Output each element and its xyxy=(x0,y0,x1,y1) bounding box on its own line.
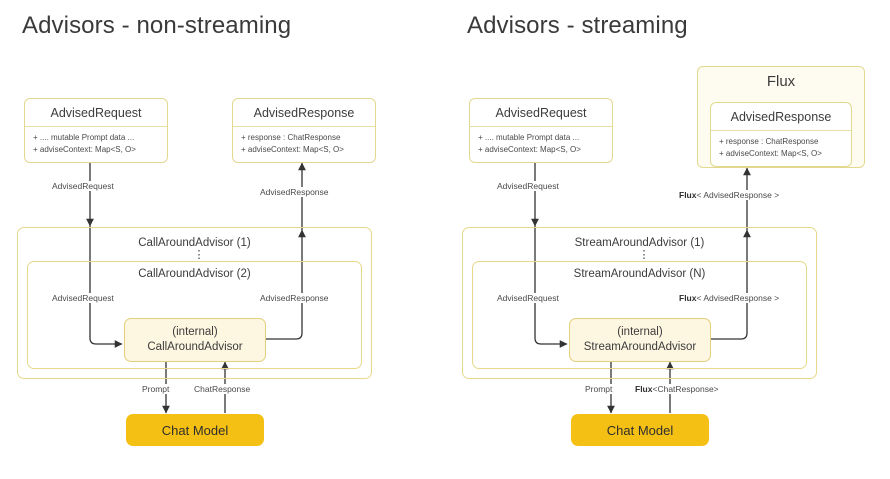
edge-label-inner-request: AdvisedRequest xyxy=(495,293,561,303)
edge-label-response-up: Flux< AdvisedResponse > xyxy=(677,190,782,200)
advisor-outer-label: StreamAroundAdvisor (1) xyxy=(574,237,705,249)
panel-non-streaming: Advisors - non-streaming AdvisedRequest … xyxy=(17,12,376,446)
class-attrs: + response : ChatResponse + adviseContex… xyxy=(233,127,375,162)
class-attr: + adviseContext: Map<S, O> xyxy=(478,145,581,154)
internal-advisor-line1: (internal) xyxy=(617,326,663,338)
class-attr: + adviseContext: Map<S, O> xyxy=(719,149,822,158)
class-attr: + adviseContext: Map<S, O> xyxy=(33,145,136,154)
advisor-outer-label: CallAroundAdvisor (1) xyxy=(138,237,251,249)
chat-model-label: Chat Model xyxy=(606,422,674,438)
edge-label-chat-response-type: Flux xyxy=(635,384,653,394)
edge-label-inner-request: AdvisedRequest xyxy=(50,293,116,303)
class-attrs: + response : ChatResponse + adviseContex… xyxy=(711,131,851,166)
edge-label-prompt: Prompt xyxy=(140,384,172,394)
edge-label-inner-response: Flux< AdvisedResponse > xyxy=(677,293,782,303)
edge-label-chat-response: Flux<ChatResponse> xyxy=(633,384,721,394)
class-name: AdvisedResponse xyxy=(711,103,851,131)
chat-model-label: Chat Model xyxy=(161,422,229,438)
edge-label-response-up-generic: < AdvisedResponse > xyxy=(696,190,780,200)
class-name: AdvisedRequest xyxy=(25,99,167,127)
edge-label-prompt: Prompt xyxy=(583,384,615,394)
edge-label-chat-response: ChatResponse xyxy=(192,384,253,394)
flux-wrapper-label: Flux xyxy=(766,73,796,90)
advisor-outer-container xyxy=(17,227,372,379)
advisor-inner-label: CallAroundAdvisor (2) xyxy=(138,268,251,280)
class-attr: + adviseContext: Map<S, O> xyxy=(241,145,344,154)
internal-advisor-line2: StreamAroundAdvisor xyxy=(583,341,697,353)
class-attr: + .... mutable Prompt data ... xyxy=(33,133,135,142)
internal-advisor-box: (internal) StreamAroundAdvisor xyxy=(569,318,711,362)
class-attrs: + .... mutable Prompt data ... + adviseC… xyxy=(25,127,167,162)
edge-label-response-up: AdvisedResponse xyxy=(258,187,331,197)
class-attr: + .... mutable Prompt data ... xyxy=(478,133,580,142)
edge-label-inner-response-generic: < AdvisedResponse > xyxy=(696,293,780,303)
edge-label-response-up-type: Flux xyxy=(679,190,697,200)
internal-advisor-box: (internal) CallAroundAdvisor xyxy=(124,318,266,362)
ellipsis-glyph: ⋮ xyxy=(638,249,650,261)
class-attrs: + .... mutable Prompt data ... + adviseC… xyxy=(470,127,612,162)
page-title-streaming: Advisors - streaming xyxy=(467,12,688,39)
ellipsis-divider: ⋮ xyxy=(180,249,218,261)
class-card-advised-request: AdvisedRequest + .... mutable Prompt dat… xyxy=(469,98,613,163)
chat-model-box: Chat Model xyxy=(126,414,264,446)
page-title-non-streaming: Advisors - non-streaming xyxy=(22,12,292,39)
edge-label-request-down: AdvisedRequest xyxy=(50,181,116,191)
ellipsis-divider: ⋮ xyxy=(625,249,663,261)
class-card-advised-request: AdvisedRequest + .... mutable Prompt dat… xyxy=(24,98,168,163)
internal-advisor-line1: (internal) xyxy=(172,326,218,338)
class-card-advised-response: AdvisedResponse + response : ChatRespons… xyxy=(710,102,852,167)
class-name: AdvisedResponse xyxy=(233,99,375,127)
edge-label-request-down: AdvisedRequest xyxy=(495,181,561,191)
class-attr: + response : ChatResponse xyxy=(719,137,819,146)
class-card-advised-response: AdvisedResponse + response : ChatRespons… xyxy=(232,98,376,163)
chat-model-box: Chat Model xyxy=(571,414,709,446)
ellipsis-glyph: ⋮ xyxy=(193,249,205,261)
advisor-inner-label: StreamAroundAdvisor (N) xyxy=(573,268,706,280)
edge-label-chat-response-generic: <ChatResponse> xyxy=(652,384,719,394)
panel-streaming: Advisors - streaming AdvisedRequest + ..… xyxy=(445,0,890,479)
advisor-outer-container xyxy=(462,227,817,379)
edge-label-inner-response-type: Flux xyxy=(679,293,697,303)
class-name: AdvisedRequest xyxy=(470,99,612,127)
edge-label-inner-response: AdvisedResponse xyxy=(258,293,331,303)
internal-advisor-line2: CallAroundAdvisor xyxy=(147,341,243,353)
advisor-inner-container xyxy=(472,261,807,369)
advisor-inner-container xyxy=(27,261,362,369)
class-attr: + response : ChatResponse xyxy=(241,133,341,142)
